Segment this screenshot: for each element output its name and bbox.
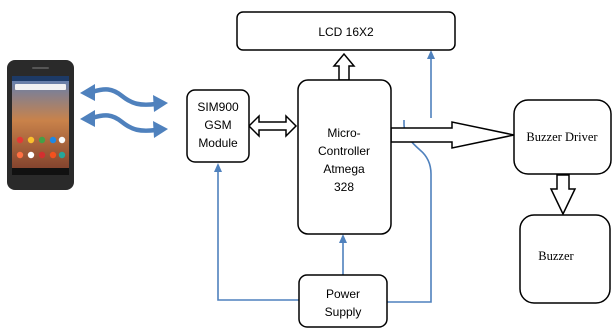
wireless-arrowhead-upper-left xyxy=(80,84,95,101)
app-icon xyxy=(58,151,66,159)
app-icon xyxy=(38,136,46,144)
power-wire-to-gsm xyxy=(217,170,299,301)
app-icon xyxy=(16,151,24,159)
phone-app-icons xyxy=(16,136,66,159)
mcu-to-buzzer-driver-arrow xyxy=(390,121,515,149)
power-supply-block: Power Supply xyxy=(298,274,388,328)
wireless-wave-upper xyxy=(91,87,157,107)
smartphone-icon xyxy=(7,60,74,190)
app-icon xyxy=(27,151,35,159)
lcd-label: LCD 16X2 xyxy=(318,25,374,39)
mcu-label-line-4: 328 xyxy=(334,180,354,194)
gsm-mcu-bidirectional-arrow xyxy=(247,114,298,138)
power-supply-box xyxy=(298,274,388,328)
wireless-arrowhead-upper-right xyxy=(153,95,168,112)
wireless-wave-lower xyxy=(91,113,157,133)
power-wires xyxy=(214,50,435,303)
power-supply-label-line-1: Power xyxy=(326,287,360,301)
lcd-block: LCD 16X2 xyxy=(236,11,456,51)
app-icon xyxy=(49,151,57,159)
gsm-label-line-3: Module xyxy=(198,136,238,150)
power-supply-label-line-2: Supply xyxy=(325,305,362,319)
app-icon xyxy=(49,136,57,144)
buzzer-block: Buzzer xyxy=(519,214,611,304)
power-wire-lcd-arrowhead xyxy=(427,50,435,59)
phone-nav-bar xyxy=(12,168,69,175)
power-wire-mcu-arrowhead xyxy=(339,234,347,243)
buzzer-driver-block: Buzzer Driver xyxy=(513,99,612,175)
gsm-block: SIM900 GSM Module xyxy=(186,89,250,163)
buzzer-driver-label: Buzzer Driver xyxy=(526,130,598,144)
mcu-label-line-3: Atmega xyxy=(323,162,365,176)
phone-screen xyxy=(12,76,69,175)
power-wire-gsm-arrowhead xyxy=(214,163,222,172)
lcd-box xyxy=(236,11,456,51)
phone-status-bar xyxy=(12,76,69,81)
mcu-to-lcd-arrow xyxy=(332,52,356,81)
mcu-label-line-2: Controller xyxy=(318,144,370,158)
buzzer-box xyxy=(519,214,611,304)
buzzer-label: Buzzer xyxy=(538,249,574,263)
mcu-label-line-1: Micro- xyxy=(327,126,360,140)
phone-search-bar xyxy=(15,84,66,90)
gsm-label-line-2: GSM xyxy=(204,118,231,132)
app-icon xyxy=(38,151,46,159)
power-wire-to-lcd xyxy=(387,174,432,303)
buzzer-driver-to-buzzer-arrow xyxy=(549,174,577,216)
gsm-box xyxy=(186,89,250,163)
app-icon xyxy=(16,136,24,144)
wireless-signal-icon xyxy=(80,84,168,138)
wireless-arrowhead-lower-right xyxy=(153,121,168,138)
gsm-label-line-1: SIM900 xyxy=(197,100,239,114)
phone-speaker xyxy=(32,67,49,69)
mcu-box xyxy=(297,79,392,235)
app-icon xyxy=(58,136,66,144)
mcu-block: Micro- Controller Atmega 328 xyxy=(297,79,392,235)
app-icon xyxy=(27,136,35,144)
buzzer-driver-box xyxy=(513,99,612,175)
wireless-arrowhead-lower-left xyxy=(80,110,95,127)
